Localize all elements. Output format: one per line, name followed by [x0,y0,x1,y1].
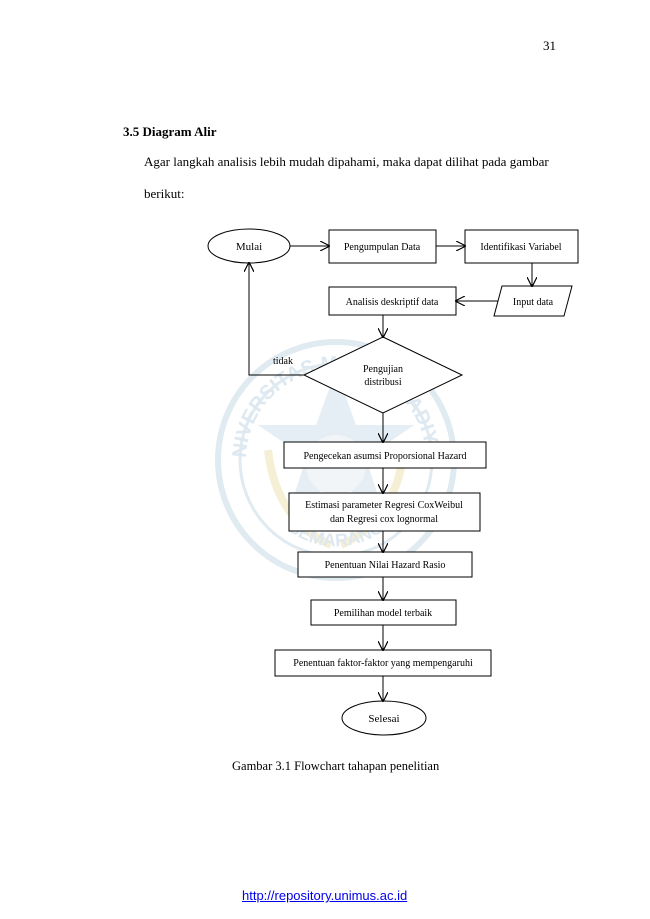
label-pengujian-line2: distribusi [364,377,401,388]
label-input-data: Input data [513,297,554,308]
process-pengumpulan-data [328,229,437,264]
label-mulai: Mulai [236,241,262,253]
process-penentuan-faktor [274,649,492,677]
process-pengecekan-asumsi [283,441,487,469]
process-estimasi-parameter [288,492,481,532]
process-identifikasi-variabel [464,229,579,264]
section-heading: 3.5 Diagram Alir [123,124,217,139]
process-analisis-deskriptif [328,286,457,316]
label-penentuan-hazard: Penentuan Nilai Hazard Rasio [325,560,446,571]
paragraph-line-1: Agar langkah analisis lebih mudah dipaha… [144,154,549,169]
label-estimasi-line2: dan Regresi cox lognormal [330,514,438,525]
label-penentuan-faktor: Penentuan faktor-faktor yang mempengaruh… [293,658,473,669]
label-estimasi-line1: Estimasi parameter Regresi CoxWeibul [305,500,463,511]
input-data-parallelogram [493,285,573,317]
page-number: 31 [543,38,556,53]
process-penentuan-hazard-rasio [297,551,473,578]
repository-link[interactable]: http://repository.unimus.ac.id [242,888,408,903]
decision-pengujian-distribusi [302,336,464,414]
arrow-tidak-loop-to-mulai [249,263,304,376]
label-identifikasi-variabel: Identifikasi Variabel [480,242,561,253]
figure-caption: Gambar 3.1 Flowchart tahapan penelitian [232,759,440,773]
paragraph-line-2: berikut: [144,186,185,201]
label-pemilihan-model: Pemilihan model terbaik [334,608,432,619]
label-selesai: Selesai [368,713,399,725]
label-analisis-deskriptif: Analisis deskriptif data [346,297,439,308]
label-pengujian-line1: Pengujian [363,364,403,375]
label-pengumpulan-data: Pengumpulan Data [344,242,421,253]
label-tidak: tidak [273,356,293,367]
label-pengecekan-asumsi: Pengecekan asumsi Proporsional Hazard [303,451,466,462]
